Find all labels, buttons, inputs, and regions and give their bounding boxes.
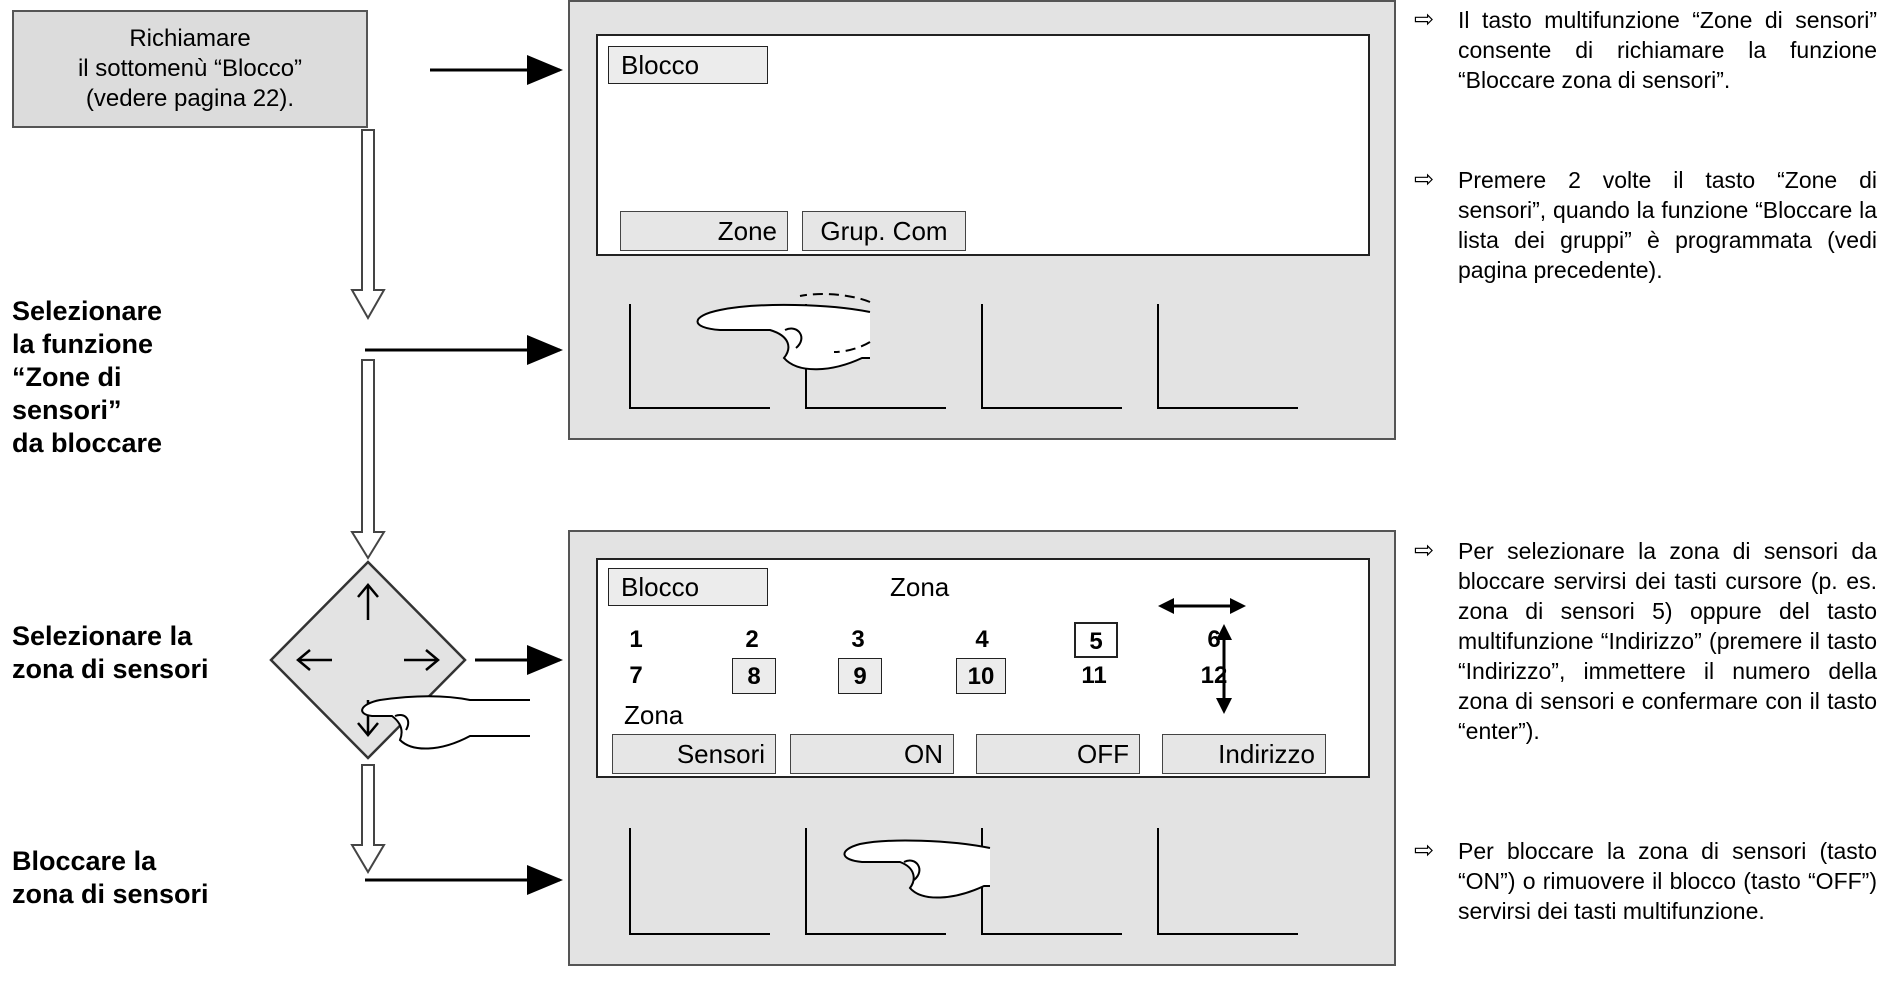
zone-number: 1 [629,626,643,653]
note-3: ⇨ Per selezionare la zona di sensori da … [1414,537,1877,744]
display-title: Blocco [608,568,768,606]
zone-number: 4 [975,626,989,653]
zone-number-selected: 5 [1074,622,1118,658]
zone-number-blocked: 8 [732,658,776,694]
zone-label: Zona [624,700,684,730]
zone-number-blocked: 9 [838,658,882,694]
display-title: Blocco [608,46,768,84]
softkeys-2 [629,828,1298,935]
step1-line3: (vedere pagina 22). [85,85,295,112]
display-screen-2: Blocco Zona 1 2 3 4 5 6 7 8 9 10 11 12 Z… [596,558,1370,778]
step-select-function: Selezionare la funzione “Zone di sensori… [12,296,163,458]
note-2: ⇨ Premere 2 volte il tasto “Zone di sens… [1414,166,1877,283]
softkey-label-sensori: Sensori [612,734,776,774]
hand-icon-press-on [843,839,991,899]
control-panel-1: Blocco Zone Grup. Com [568,0,1396,440]
step1-line2: il sottomenù “Blocco” [77,55,303,82]
softkey-label-zone: Zone [620,211,788,251]
down-arrow-2 [350,359,386,560]
zone-number: 2 [745,626,759,653]
softkey-label-indirizzo: Indirizzo [1162,734,1326,774]
step-call-submenu: Richiamare il sottomenù “Blocco” (vedere… [12,10,368,128]
step-select-zone: Selezionare la zona di sensori [12,621,209,684]
display-screen-1: Blocco Zone Grup. Com [596,34,1370,256]
softkey-label-on: ON [790,734,954,774]
note-4: ⇨ Per bloccare la zona di sensori (tasto… [1414,837,1877,924]
softkey-label-grup-com: Grup. Com [802,211,966,251]
softkey-label-off: OFF [976,734,1140,774]
display-heading-zone: Zona [890,572,950,602]
step-block-zone: Bloccare la zona di sensori [12,846,209,909]
down-arrow-1 [350,129,386,321]
step1-line1: Richiamare [129,25,251,52]
note-1: ⇨ Il tasto multifunzione “Zone di sensor… [1414,6,1877,93]
control-panel-2: Blocco Zona 1 2 3 4 5 6 7 8 9 10 11 12 Z… [568,530,1396,966]
zone-number-blocked: 10 [956,658,1006,694]
zone-number: 3 [851,626,865,653]
zone-number: 7 [629,662,643,689]
cursor-arrows-icon [1158,598,1246,714]
hand-icon-press-twice [696,293,871,371]
zone-number: 6 [1207,626,1221,653]
down-arrow-3 [350,764,386,874]
hand-icon-keypad [361,695,530,750]
zone-number: 11 [1081,662,1107,689]
softkeys-1 [629,293,1298,409]
